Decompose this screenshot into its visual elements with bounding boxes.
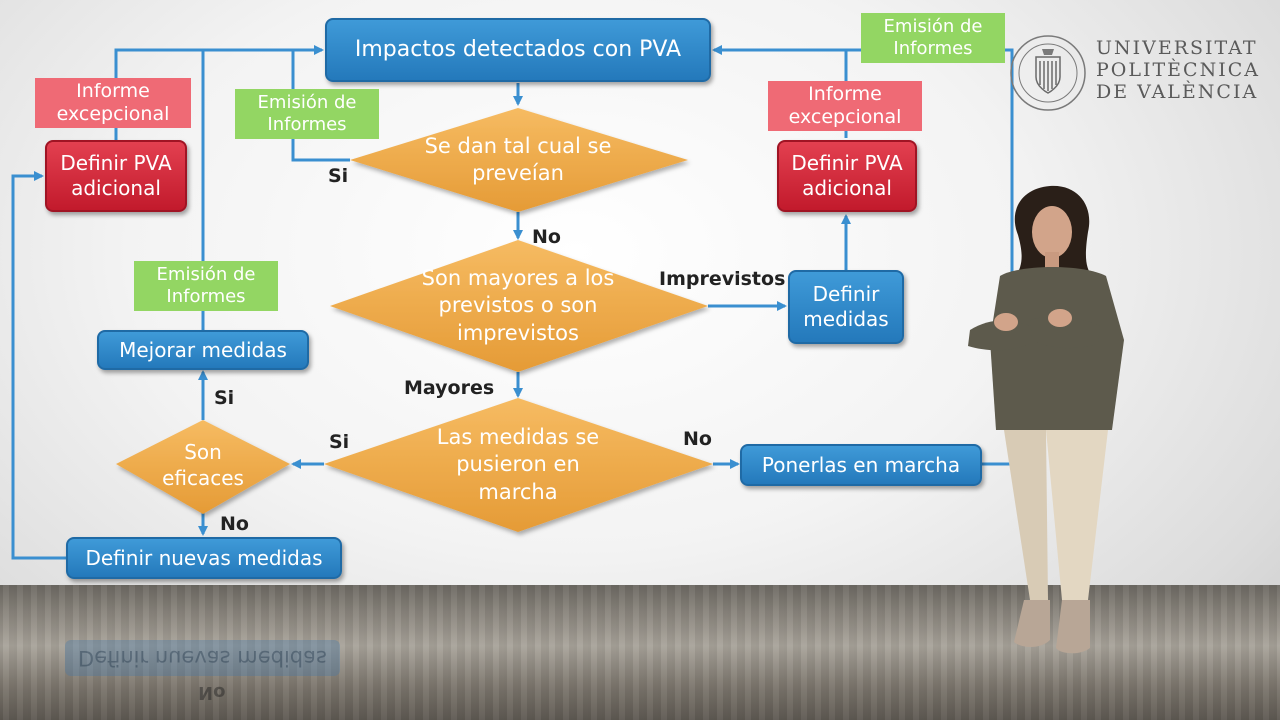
informe-excepcional-right-tag: Informe excepcional [768, 81, 922, 131]
definir-medidas-box[interactable]: Definir medidas [788, 270, 904, 344]
emision-informes-left-tag: Emisión de Informes [134, 261, 278, 311]
branch-si-d4: Si [214, 387, 235, 409]
branch-mayores: Mayores [404, 377, 495, 399]
emision-informes-top-right-tag: Emisión de Informes [861, 13, 1005, 63]
decision-d3-label: Las medidas se pusieron en marcha [436, 425, 600, 504]
arrow-nuevas-to-pva [11, 171, 66, 560]
university-name: UNIVERSITAT POLITÈCNICA DE VALÈNCIA [1096, 37, 1260, 104]
decision-d2-label: Son mayores a los previstos o son imprev… [421, 266, 615, 345]
university-line-1: UNIVERSITAT [1096, 37, 1258, 59]
mejorar-medidas-box[interactable]: Mejorar medidas [97, 330, 309, 370]
decision-d4-label: Son eficaces [162, 440, 244, 490]
branch-si-d1: Si [328, 165, 349, 187]
decision-diamond-d4 [116, 420, 290, 514]
presenter-figure [968, 185, 1124, 654]
impactos-box[interactable]: Impactos detectados con PVA [325, 18, 711, 82]
university-line-2: POLITÈCNICA [1096, 59, 1260, 82]
branch-no-d1: No [532, 226, 561, 248]
decision-d1-label: Se dan tal cual se preveían [424, 133, 612, 185]
decision-diamond-d2 [330, 240, 708, 372]
upv-seal-logo [1010, 35, 1086, 111]
branch-no-d4: No [220, 513, 249, 535]
decision-diamond-d3 [324, 398, 713, 532]
decision-diamond-d1 [350, 108, 688, 212]
emision-informes-mid-tag: Emisión de Informes [235, 89, 379, 139]
definir-nuevas-medidas-box[interactable]: Definir nuevas medidas [66, 537, 342, 579]
definir-pva-adicional-left-box[interactable]: Definir PVA adicional [45, 140, 187, 212]
branch-imprevistos: Imprevistos [659, 268, 786, 290]
definir-pva-adicional-right-box[interactable]: Definir PVA adicional [777, 140, 917, 212]
branch-no-d3: No [683, 428, 712, 450]
branch-si-d3: Si [329, 431, 350, 453]
university-line-3: DE VALÈNCIA [1096, 81, 1259, 104]
informe-excepcional-left-tag: Informe excepcional [35, 78, 191, 128]
ponerlas-en-marcha-box[interactable]: Ponerlas en marcha [740, 444, 982, 486]
